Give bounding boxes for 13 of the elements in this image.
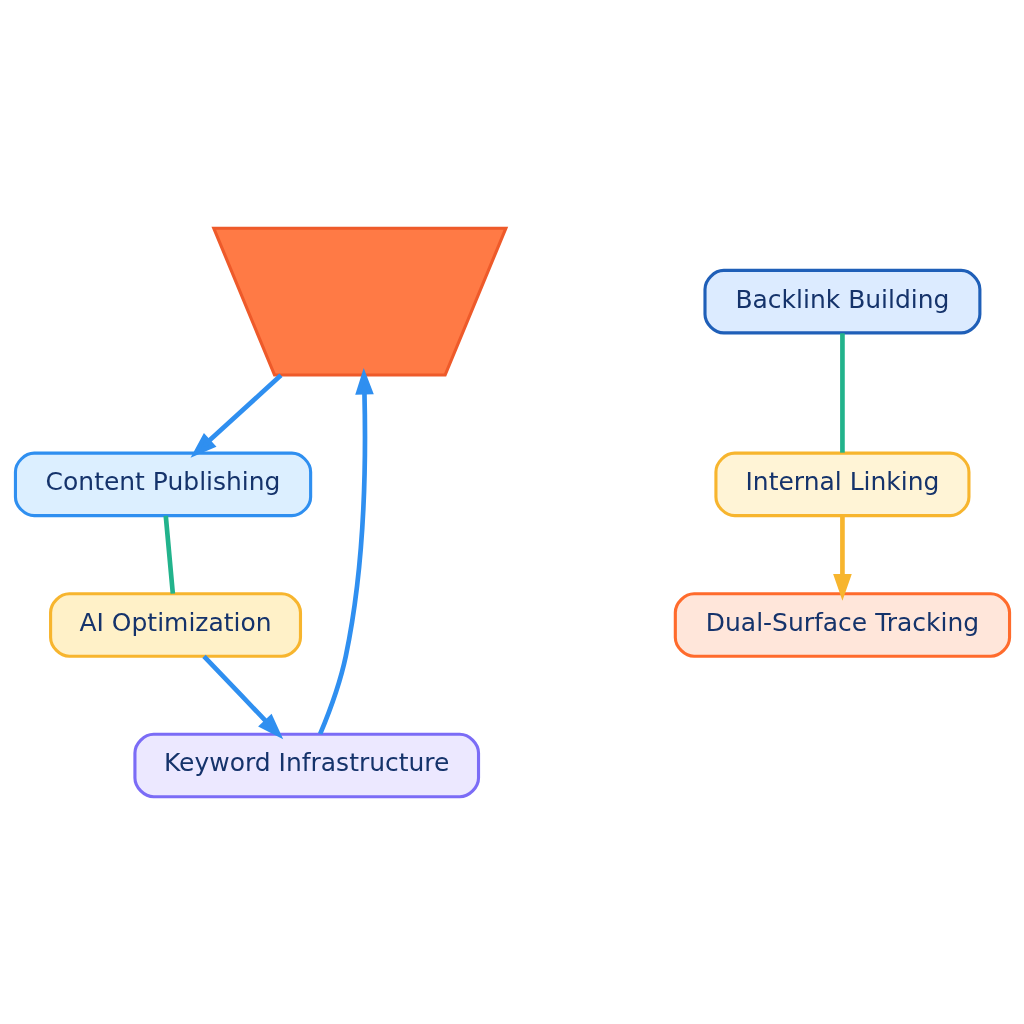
node-box: AI Optimization [48, 591, 302, 658]
node-box: Keyword Infrastructure [132, 732, 480, 798]
arrow [190, 373, 282, 458]
arrow [832, 515, 852, 601]
arrow [317, 367, 374, 735]
connector [839, 332, 845, 453]
node-funnel [210, 226, 508, 377]
node-box: Internal Linking [713, 451, 970, 517]
connector [162, 515, 175, 594]
arrow [201, 654, 283, 739]
node-box: Dual-Surface Tracking [673, 591, 1011, 658]
node-box: Backlink Building [702, 268, 981, 334]
node-box: Content Publishing [13, 451, 312, 517]
